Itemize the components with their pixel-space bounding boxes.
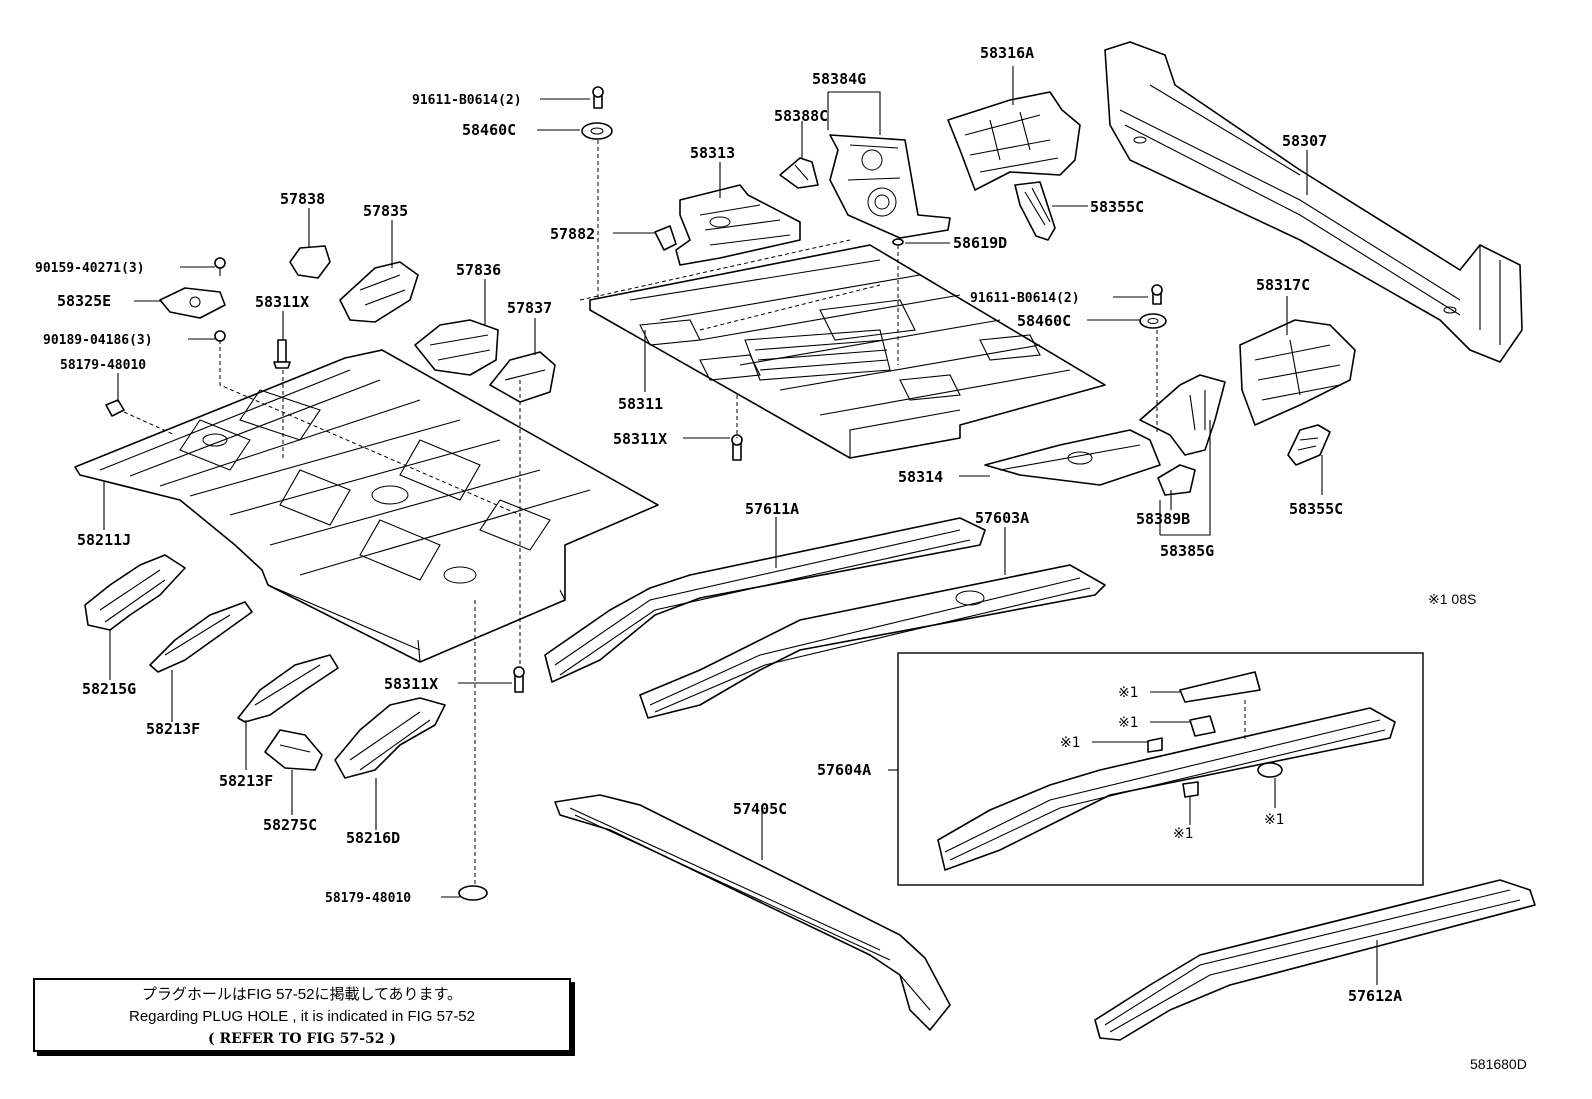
bracket-58213F-b bbox=[237, 654, 339, 723]
bracket-58275C bbox=[264, 729, 323, 771]
label-58275C: 58275C bbox=[263, 816, 317, 834]
label-58313: 58313 bbox=[690, 144, 735, 162]
inset-mark-4: ※1 bbox=[1173, 826, 1194, 842]
center-floor-pan-58311 bbox=[589, 244, 1106, 459]
bolt-58311X-c bbox=[513, 666, 525, 693]
label-58179-48010-top: 58179-48010 bbox=[60, 358, 146, 373]
label-57604A: 57604A bbox=[817, 761, 871, 779]
bracket-57837 bbox=[489, 351, 556, 403]
label-57882: 57882 bbox=[550, 225, 595, 243]
part-labels: 58316A 58384G 58388C 91611-B0614(2) 5846… bbox=[35, 44, 1402, 1005]
rail-57611A bbox=[544, 517, 986, 683]
label-58355C-right: 58355C bbox=[1289, 500, 1343, 518]
label-58213F-b: 58213F bbox=[219, 772, 273, 790]
bolt-58311X-b bbox=[731, 434, 743, 461]
inset-mark-3: ※1 bbox=[1060, 735, 1081, 751]
inset-mark-1: ※1 bbox=[1118, 685, 1139, 701]
bolt-90159 bbox=[214, 257, 226, 276]
label-58388C: 58388C bbox=[774, 107, 828, 125]
bolt-58311X-a bbox=[273, 339, 291, 369]
gusset-58385G bbox=[1139, 374, 1226, 456]
side-sill-58307 bbox=[1104, 41, 1523, 363]
label-90159-40271: 90159-40271(3) bbox=[35, 261, 145, 276]
label-57838: 57838 bbox=[280, 190, 325, 208]
label-58211J: 58211J bbox=[77, 531, 131, 549]
label-57835: 57835 bbox=[363, 202, 408, 220]
label-58216D: 58216D bbox=[346, 829, 400, 847]
bracket-58355C-right bbox=[1287, 424, 1331, 466]
plate-58325E bbox=[159, 287, 226, 319]
bracket-57836 bbox=[414, 319, 499, 376]
plug-58179-top bbox=[105, 399, 125, 417]
bolt-91611-top bbox=[592, 86, 604, 109]
bracket-58355C-top bbox=[1014, 181, 1056, 241]
label-58619D: 58619D bbox=[953, 234, 1007, 252]
note-english: Regarding PLUG HOLE , it is indicated in… bbox=[129, 1008, 475, 1025]
plug-58619D bbox=[892, 238, 904, 246]
inset-mark-2: ※1 bbox=[1118, 715, 1139, 731]
label-57612A: 57612A bbox=[1348, 987, 1402, 1005]
bracket-58388C bbox=[779, 157, 819, 189]
rail-57612A bbox=[1094, 879, 1536, 1041]
bracket-57835 bbox=[339, 261, 419, 323]
label-91611-B0614-top: 91611-B0614(2) bbox=[412, 93, 522, 108]
label-57405C: 57405C bbox=[733, 800, 787, 818]
note-reference: ( REFER TO FIG 57-52 ) bbox=[207, 1031, 396, 1047]
label-58179-48010-bottom: 58179-48010 bbox=[325, 891, 411, 906]
front-floor-pan-58211J bbox=[74, 349, 659, 663]
label-58385G: 58385G bbox=[1160, 542, 1214, 560]
label-58316A: 58316A bbox=[980, 44, 1034, 62]
bracket-58213F-a bbox=[149, 601, 253, 673]
label-58311: 58311 bbox=[618, 395, 663, 413]
label-58389B: 58389B bbox=[1136, 510, 1190, 528]
rail-57603A bbox=[639, 564, 1106, 719]
label-58314: 58314 bbox=[898, 468, 943, 486]
label-58307: 58307 bbox=[1282, 132, 1327, 150]
rail-57405C bbox=[554, 794, 951, 1031]
figure-code: 581680D bbox=[1470, 1056, 1527, 1072]
bolt-91611-right bbox=[1151, 284, 1163, 305]
gusset-58389B bbox=[1157, 464, 1196, 496]
label-58215G: 58215G bbox=[82, 680, 136, 698]
note-japanese: プラグホールはFIG 57-52に掲載してあります。 bbox=[141, 986, 463, 1003]
label-57836: 57836 bbox=[456, 261, 501, 279]
brace-58317C bbox=[1239, 319, 1356, 426]
label-57837: 57837 bbox=[507, 299, 552, 317]
label-57611A: 57611A bbox=[745, 500, 799, 518]
label-58213F-a: 58213F bbox=[146, 720, 200, 738]
label-58384G: 58384G bbox=[812, 70, 866, 88]
label-58460C-top: 58460C bbox=[462, 121, 516, 139]
footnote: ※1 08S bbox=[1428, 591, 1476, 607]
label-90189-04186: 90189-04186(3) bbox=[43, 333, 153, 348]
label-58311X-b: 58311X bbox=[613, 430, 667, 448]
bracket-58215G bbox=[84, 554, 186, 631]
rear-panel-58313 bbox=[675, 184, 801, 266]
label-58311X-a: 58311X bbox=[255, 293, 309, 311]
inset-57604A bbox=[897, 652, 1424, 886]
label-58311X-c: 58311X bbox=[384, 675, 438, 693]
grommet-58460C-top bbox=[581, 122, 613, 140]
assembly-lines bbox=[123, 140, 1158, 885]
grommet-58460C-right bbox=[1139, 313, 1167, 329]
label-58325E: 58325E bbox=[57, 292, 111, 310]
bolt-90189 bbox=[214, 330, 226, 342]
label-57603A: 57603A bbox=[975, 509, 1029, 527]
plug-hole-note: プラグホールはFIG 57-52に掲載してあります。 Regarding PLU… bbox=[33, 978, 571, 1052]
label-91611-B0614-right: 91611-B0614(2) bbox=[970, 291, 1080, 306]
clip-57882 bbox=[654, 225, 677, 251]
brace-58316A bbox=[947, 91, 1081, 191]
label-58317C: 58317C bbox=[1256, 276, 1310, 294]
bracket-58216D bbox=[334, 697, 446, 779]
label-58460C-right: 58460C bbox=[1017, 312, 1071, 330]
inset-marks: ※1 ※1 ※1 ※1 ※1 bbox=[1060, 685, 1285, 842]
bracket-58384G bbox=[829, 134, 951, 239]
leader-lines bbox=[103, 66, 1378, 985]
inset-mark-5: ※1 bbox=[1264, 812, 1285, 828]
label-58355C-top: 58355C bbox=[1090, 198, 1144, 216]
cross-member-58314 bbox=[984, 429, 1161, 486]
plug-58179-bottom bbox=[458, 885, 488, 901]
bracket-57838 bbox=[289, 245, 331, 279]
